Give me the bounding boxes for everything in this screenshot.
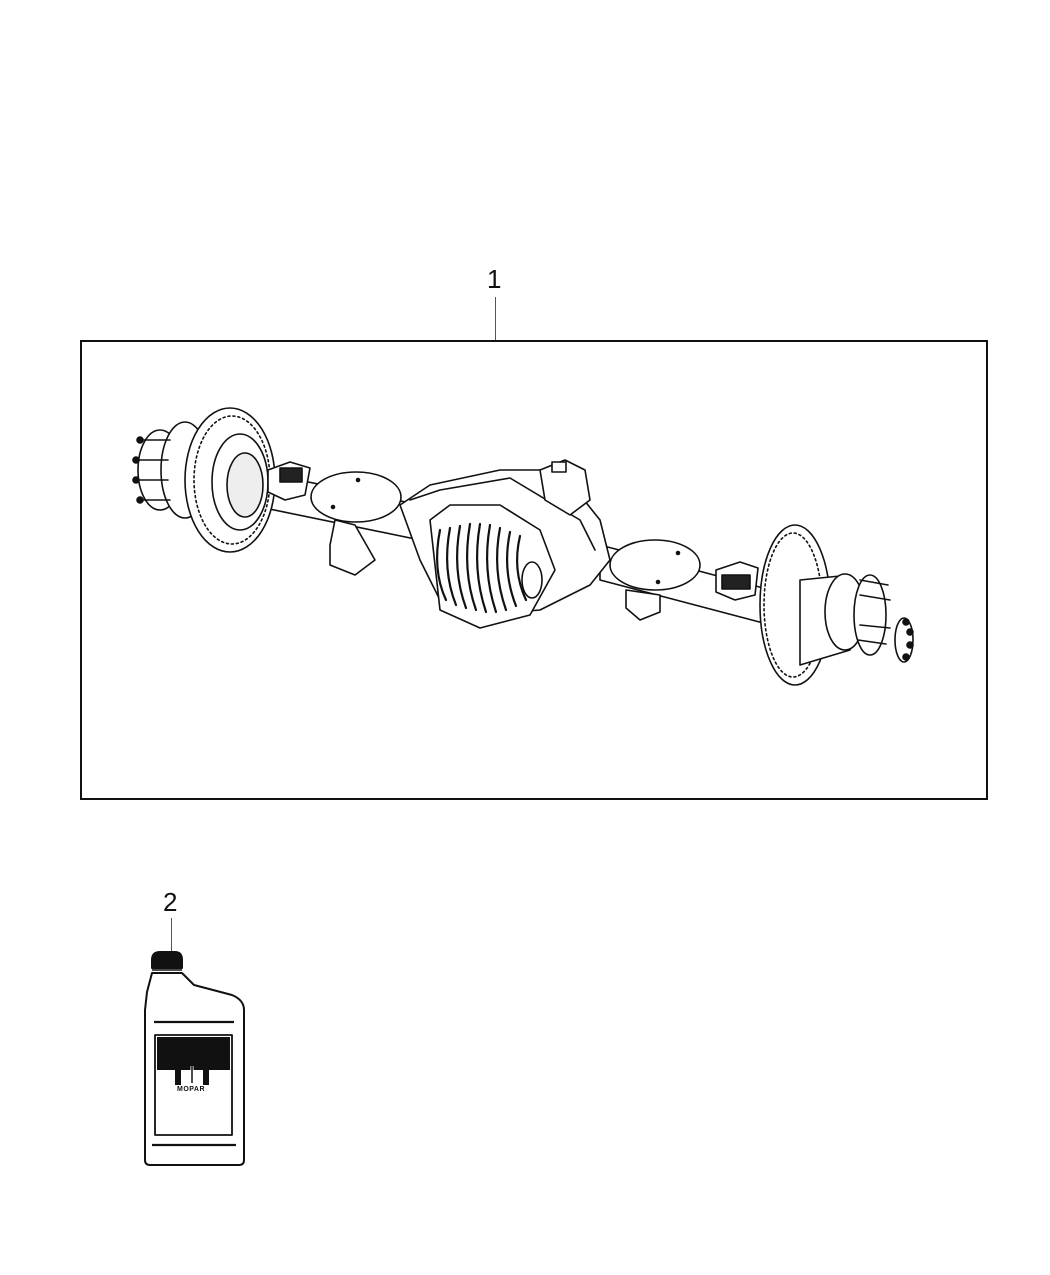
left-brake-rotor — [184, 407, 276, 553]
callout-2-label: 2 — [163, 887, 178, 917]
callout-2-leader — [171, 918, 172, 952]
differential — [399, 459, 611, 629]
axle-assembly-frame — [80, 340, 988, 800]
callout-1-label: 1 — [487, 264, 502, 294]
bottle-brand-text: MOPAR — [177, 1086, 206, 1093]
callout-1-leader — [495, 297, 496, 342]
right-hub — [853, 574, 914, 663]
